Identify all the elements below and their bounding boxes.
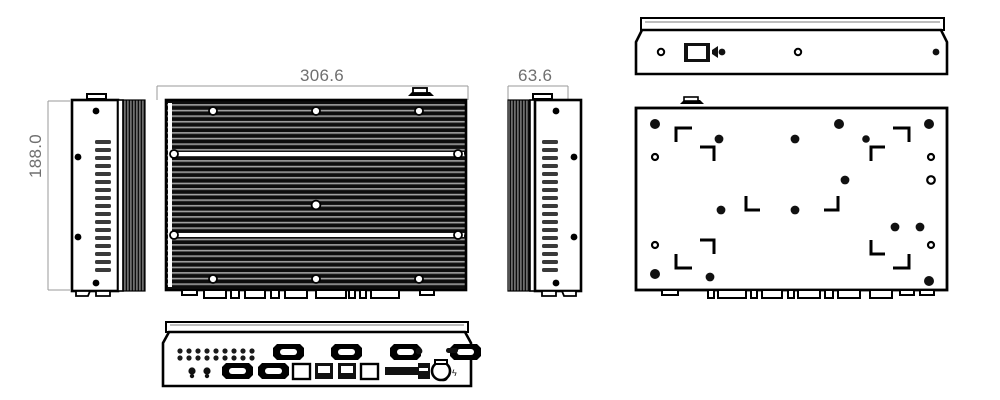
antenna-hole-grid — [177, 348, 255, 361]
led-indicators — [712, 46, 726, 58]
dimension-lines — [47, 85, 569, 291]
io-panel-view: ϟ — [161, 321, 481, 388]
screw-holes — [552, 107, 578, 287]
svg-text:ϟ: ϟ — [452, 368, 457, 378]
usb-rj45-ports — [291, 362, 380, 381]
bottom-view — [634, 96, 949, 299]
screw-holes — [74, 107, 100, 287]
dimension-label-height: 188.0 — [26, 133, 45, 178]
left-side-view — [70, 93, 146, 297]
vent-slots — [95, 140, 111, 272]
panel-holes — [656, 47, 940, 57]
audio-jack-pair — [188, 367, 211, 379]
dimension-label-width: 306.6 — [300, 66, 345, 85]
power-switch[interactable] — [684, 43, 710, 62]
vent-slots — [542, 140, 558, 272]
front-panel-view — [634, 17, 949, 76]
small-slot — [446, 348, 458, 353]
right-side-view — [507, 93, 583, 297]
connector-outlines — [661, 289, 935, 299]
screw-holes — [169, 106, 463, 284]
wide-connector — [385, 363, 430, 379]
dimension-label-depth: 63.6 — [518, 66, 553, 85]
dc-jack-cluster: ϟ — [434, 359, 457, 378]
top-view — [164, 87, 468, 299]
screw-holes — [650, 119, 934, 286]
dsub-connectors-bottom — [222, 363, 289, 379]
small-holes — [650, 152, 936, 250]
dsub-connectors-top — [273, 344, 481, 360]
connector-outlines — [181, 289, 435, 299]
mounting-bracket-marks — [674, 126, 911, 270]
reset-hole — [415, 347, 423, 355]
